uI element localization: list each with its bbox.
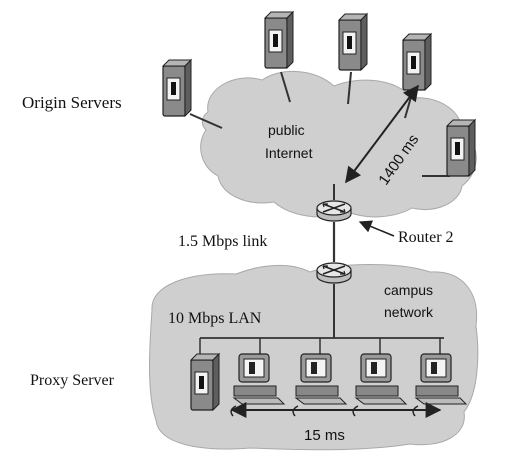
router2-label: Router 2 [398,229,454,246]
origin-link-left [189,113,223,129]
origin-server-icon [162,59,192,117]
origin-server-icon [338,13,368,71]
campus-router-icon [316,262,352,284]
origin-server-icon [402,33,432,91]
public-internet-label-2: Internet [265,145,313,161]
origin-server-icon [264,11,294,69]
campus-network-label-2: network [384,304,434,320]
proxy-server-label: Proxy Server [30,372,115,389]
wan-delay-arrow [345,84,419,184]
router2-pointer-arrow [358,220,395,237]
public-internet-cloud [200,70,477,218]
origin-server-icon [446,119,476,177]
public-internet-label-1: public [268,122,305,138]
proxy-server-icon [190,353,220,411]
router2-icon [316,200,352,222]
origin-servers-label: Origin Servers [22,93,122,112]
origin-link-top1 [280,71,291,103]
lan-delay-label: 15 ms [304,427,345,444]
campus-network-label-1: campus [384,282,433,298]
access-link-label: 1.5 Mbps link [178,233,267,250]
lan-label: 10 Mbps LAN [168,310,262,327]
